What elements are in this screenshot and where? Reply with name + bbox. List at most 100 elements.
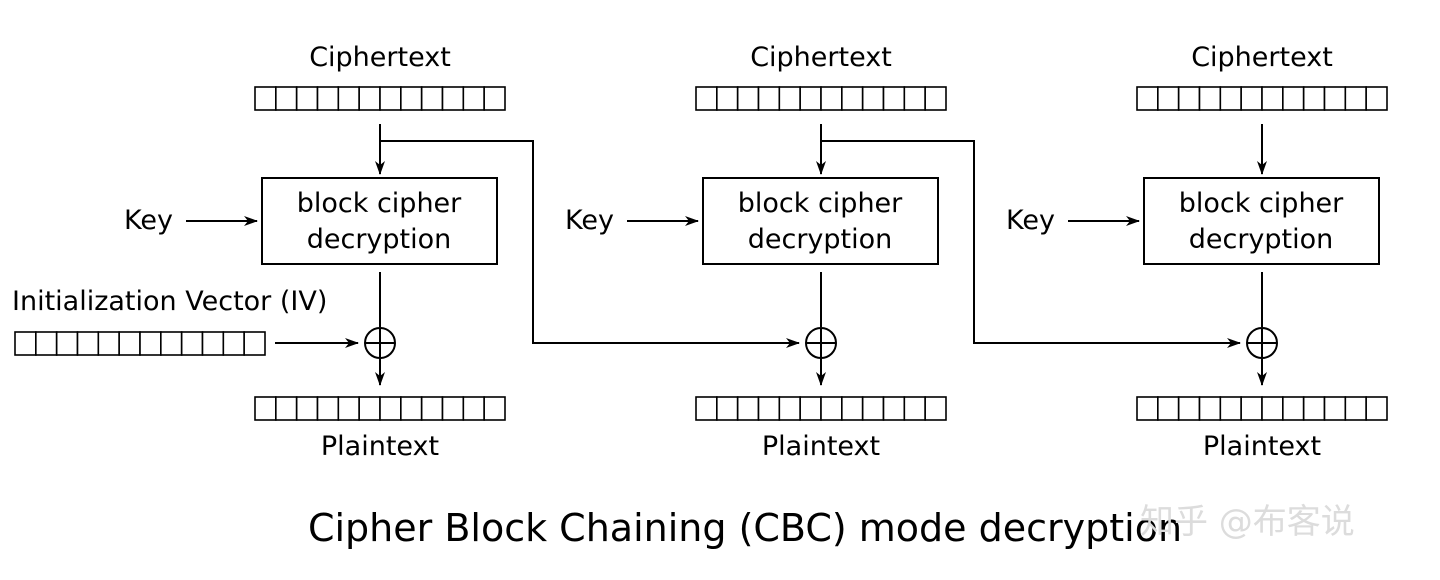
register-cell	[1302, 86, 1326, 111]
register-cell	[820, 86, 843, 111]
register-cell	[441, 396, 465, 421]
register-cell	[400, 396, 423, 421]
ciphertext-label: Ciphertext	[309, 42, 451, 73]
register-cell	[275, 86, 298, 111]
decryption-label: decryption	[1189, 224, 1334, 255]
register-cell	[441, 86, 465, 111]
key-label: Key	[1006, 205, 1055, 236]
register-cell	[275, 396, 298, 421]
register-cell	[903, 86, 926, 111]
register-cell	[1157, 86, 1180, 111]
register-cell	[243, 331, 266, 356]
register-cell	[841, 86, 864, 111]
ciphertext-register	[695, 86, 947, 111]
ciphertext-label: Ciphertext	[750, 42, 892, 73]
plaintext-register	[254, 396, 506, 421]
register-cell	[97, 331, 120, 356]
block-cipher-label: block cipher	[297, 188, 462, 219]
plaintext-register	[1136, 396, 1388, 421]
register-cell	[337, 86, 360, 111]
register-cell	[462, 396, 485, 421]
register-cell	[1323, 86, 1347, 111]
register-cell	[254, 86, 277, 111]
register-cell	[254, 396, 277, 421]
register-cell	[1240, 396, 1263, 421]
block-cipher-decryption-box	[702, 177, 939, 265]
register-cell	[462, 86, 485, 111]
register-cell	[757, 396, 781, 421]
block-cipher-label: block cipher	[738, 188, 903, 219]
register-cell	[1136, 86, 1159, 111]
register-cell	[1365, 86, 1388, 111]
register-cell	[1282, 86, 1305, 111]
register-cell	[799, 396, 822, 421]
xor-icon	[364, 327, 396, 359]
register-cell	[1198, 86, 1222, 111]
register-cell	[222, 331, 245, 356]
register-cell	[1344, 396, 1367, 421]
register-cell	[139, 331, 162, 356]
iv-register	[14, 331, 266, 356]
register-cell	[1219, 396, 1242, 421]
block-cipher-decryption-box	[261, 177, 498, 265]
register-cell	[924, 396, 947, 421]
register-cell	[1157, 396, 1180, 421]
key-label: Key	[565, 205, 614, 236]
register-cell	[716, 86, 739, 111]
register-cell	[1198, 396, 1222, 421]
register-cell	[55, 331, 79, 356]
ciphertext-register	[1136, 86, 1388, 111]
register-cell	[1261, 396, 1284, 421]
register-cell	[483, 86, 506, 111]
register-cell	[757, 86, 781, 111]
register-cell	[841, 396, 864, 421]
plaintext-label: Plaintext	[1203, 431, 1321, 462]
block-cipher-decryption-box	[1143, 177, 1380, 265]
register-cell	[35, 331, 58, 356]
register-cell	[695, 86, 718, 111]
register-cell	[420, 396, 444, 421]
register-cell	[379, 86, 402, 111]
register-cell	[716, 396, 739, 421]
register-cell	[736, 86, 760, 111]
diagram-title: Cipher Block Chaining (CBC) mode decrypt…	[308, 506, 1182, 550]
register-cell	[778, 396, 801, 421]
register-cell	[1219, 86, 1242, 111]
register-cell	[903, 396, 926, 421]
xor-icon	[805, 327, 837, 359]
register-cell	[295, 396, 319, 421]
register-cell	[1177, 396, 1201, 421]
plaintext-label: Plaintext	[321, 431, 439, 462]
register-cell	[861, 396, 885, 421]
register-cell	[358, 86, 381, 111]
register-cell	[316, 396, 340, 421]
register-cell	[1261, 86, 1284, 111]
register-cell	[358, 396, 381, 421]
register-cell	[420, 86, 444, 111]
register-cell	[1344, 86, 1367, 111]
ciphertext-chain-arrow	[380, 140, 800, 348]
register-cell	[118, 331, 141, 356]
iv-label: Initialization Vector (IV)	[12, 286, 327, 317]
ciphertext-register	[254, 86, 506, 111]
register-cell	[295, 86, 319, 111]
register-cell	[778, 86, 801, 111]
register-cell	[1323, 396, 1347, 421]
register-cell	[882, 86, 906, 111]
register-cell	[799, 86, 822, 111]
iv-register-cells	[14, 331, 266, 356]
register-cell	[337, 396, 360, 421]
register-cell	[180, 331, 204, 356]
plaintext-label: Plaintext	[762, 431, 880, 462]
register-cell	[1177, 86, 1201, 111]
register-cell	[1240, 86, 1263, 111]
register-cell	[820, 396, 843, 421]
register-cell	[483, 396, 506, 421]
ciphertext-label: Ciphertext	[1191, 42, 1333, 73]
iv-section: Initialization Vector (IV)	[12, 286, 359, 356]
register-cell	[1136, 396, 1159, 421]
register-cell	[861, 86, 885, 111]
register-cell	[1282, 396, 1305, 421]
